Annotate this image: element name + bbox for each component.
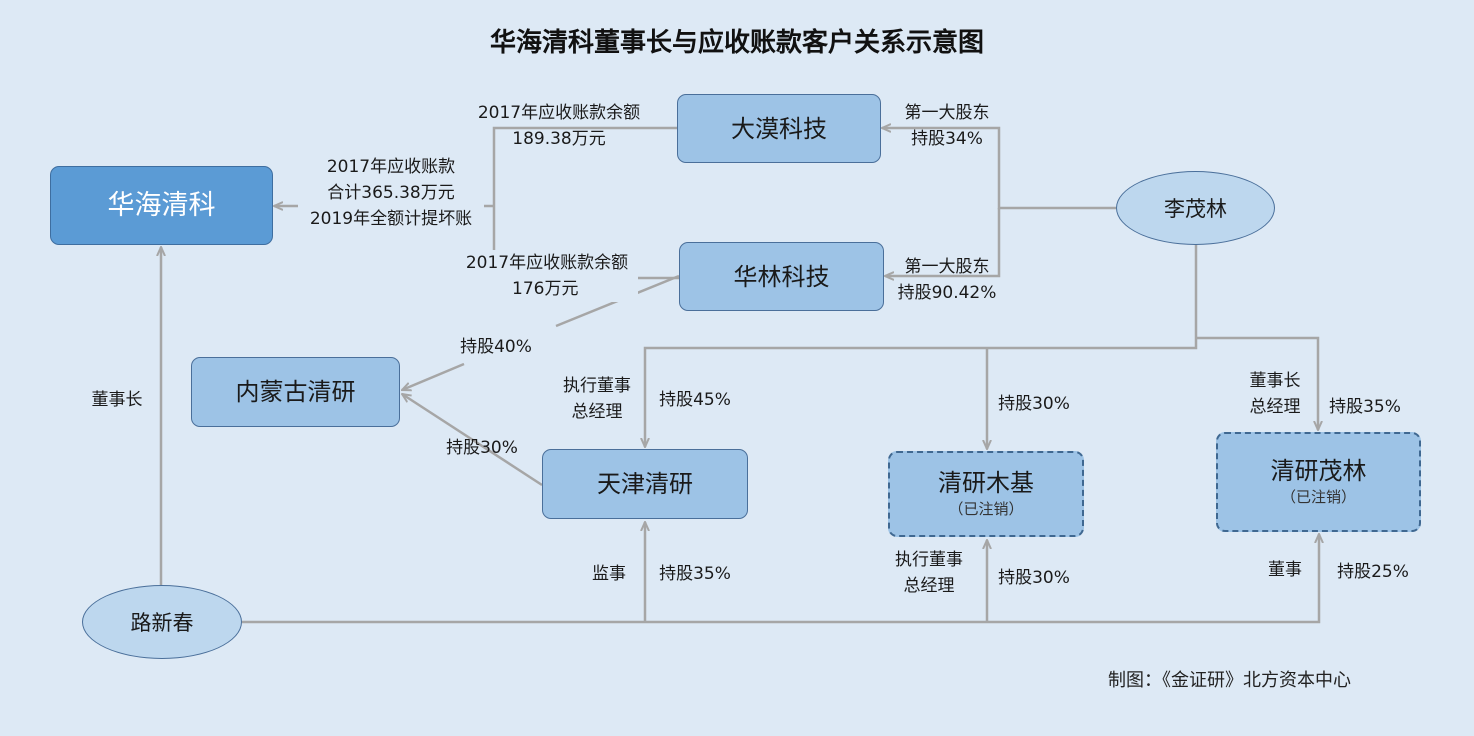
credit-text: 制图：《金证研》北方资本中心: [1108, 670, 1351, 691]
limaolin-tianjin-role-label: 执行董事 总经理: [552, 373, 642, 425]
tianjin-neimeng-share-label: 持股30%: [446, 438, 518, 458]
node-label: 华林科技: [733, 262, 830, 291]
limaolin-hualin-line: [885, 208, 1001, 276]
luxinchun-tianjin-share-label: 持股35%: [659, 564, 731, 584]
node-note: （已注销）: [948, 500, 1024, 518]
tianjin-neimeng-arrow: [402, 394, 543, 487]
limaolin-mujiji-share-label: 持股30%: [998, 394, 1070, 414]
luxinchun-mujiji-share-label: 持股30%: [998, 568, 1070, 588]
limaolin-maolin-line: [1196, 336, 1318, 430]
chairman-label: 董事长: [91, 390, 143, 410]
node-damo: 大漠科技: [677, 94, 881, 163]
label-line: 2017年应收账款余额: [465, 253, 629, 273]
label-line: 总经理: [1249, 397, 1301, 417]
diagram-title: 华海清科董事长与应收账款客户关系示意图: [489, 28, 984, 58]
node-neimeng: 内蒙古清研: [191, 357, 400, 427]
label-line: 合计365.38万元: [327, 183, 455, 203]
node-label: 内蒙古清研: [235, 378, 356, 406]
hualin-receivable-label: 2017年应收账款余额 176万元: [456, 250, 638, 302]
limaolin-shareholder-line: [882, 128, 1116, 210]
node-label: 清研茂林: [1270, 457, 1367, 485]
limaolin-down-line: [645, 244, 1198, 447]
luxinchun-tianjin-role-label: 监事: [592, 564, 626, 584]
node-limaolin: 李茂林: [1116, 171, 1275, 245]
label-line: 第一大股东: [904, 257, 990, 277]
label-line: 2019年全额计提坏账: [309, 209, 473, 229]
node-mujiji: 清研木基 （已注销）: [888, 451, 1084, 537]
node-tianjin: 天津清研: [542, 449, 748, 519]
damo-shareholder-label: 第一大股东 持股34%: [892, 100, 1002, 152]
label-line: 持股90.42%: [897, 283, 997, 303]
label-line: 189.38万元: [512, 129, 606, 149]
limaolin-maolin-share-label: 持股35%: [1329, 397, 1401, 417]
label-line: 2017年应收账款: [326, 157, 456, 177]
label-line: 持股34%: [911, 129, 983, 149]
limaolin-tianjin-share-label: 持股45%: [659, 390, 731, 410]
node-note: （已注销）: [1280, 488, 1356, 506]
luxinchun-maolin-share-label: 持股25%: [1337, 562, 1409, 582]
hualin-neimeng-arrow: [402, 362, 465, 390]
label-line: 总经理: [903, 576, 955, 596]
hualin-shareholder-label: 第一大股东 持股90.42%: [892, 254, 1002, 306]
total-receivable-label: 2017年应收账款 合计365.38万元 2019年全额计提坏账: [298, 154, 484, 232]
node-label: 李茂林: [1164, 197, 1227, 221]
node-huahai: 华海清科: [50, 166, 273, 245]
node-label: 天津清研: [597, 470, 693, 498]
luxinchun-mujiji-role-label: 执行董事 总经理: [884, 547, 974, 599]
label-line: 董事长: [1249, 371, 1301, 391]
node-label: 路新春: [130, 611, 194, 635]
node-hualin: 华林科技: [679, 242, 884, 311]
label-line: 执行董事: [563, 376, 631, 396]
label-line: 176万元: [512, 279, 579, 299]
label-line: 第一大股东: [904, 103, 990, 123]
luxinchun-bottom-line: [242, 534, 1319, 624]
label-line: 执行董事: [895, 550, 963, 570]
node-maolin-co: 清研茂林 （已注销）: [1216, 432, 1421, 532]
hualin-neimeng-share-label: 持股40%: [460, 337, 532, 357]
damo-receivable-label: 2017年应收账款余额 189.38万元: [468, 100, 650, 152]
node-luxinchun: 路新春: [82, 585, 242, 659]
limaolin-maolin-role-label: 董事长 总经理: [1240, 368, 1310, 420]
label-line: 2017年应收账款余额: [477, 103, 641, 123]
node-label: 清研木基: [938, 469, 1034, 497]
node-label: 华海清科: [107, 189, 216, 221]
label-line: 总经理: [571, 402, 623, 422]
node-label: 大漠科技: [731, 114, 827, 143]
luxinchun-maolin-role-label: 董事: [1268, 560, 1302, 580]
